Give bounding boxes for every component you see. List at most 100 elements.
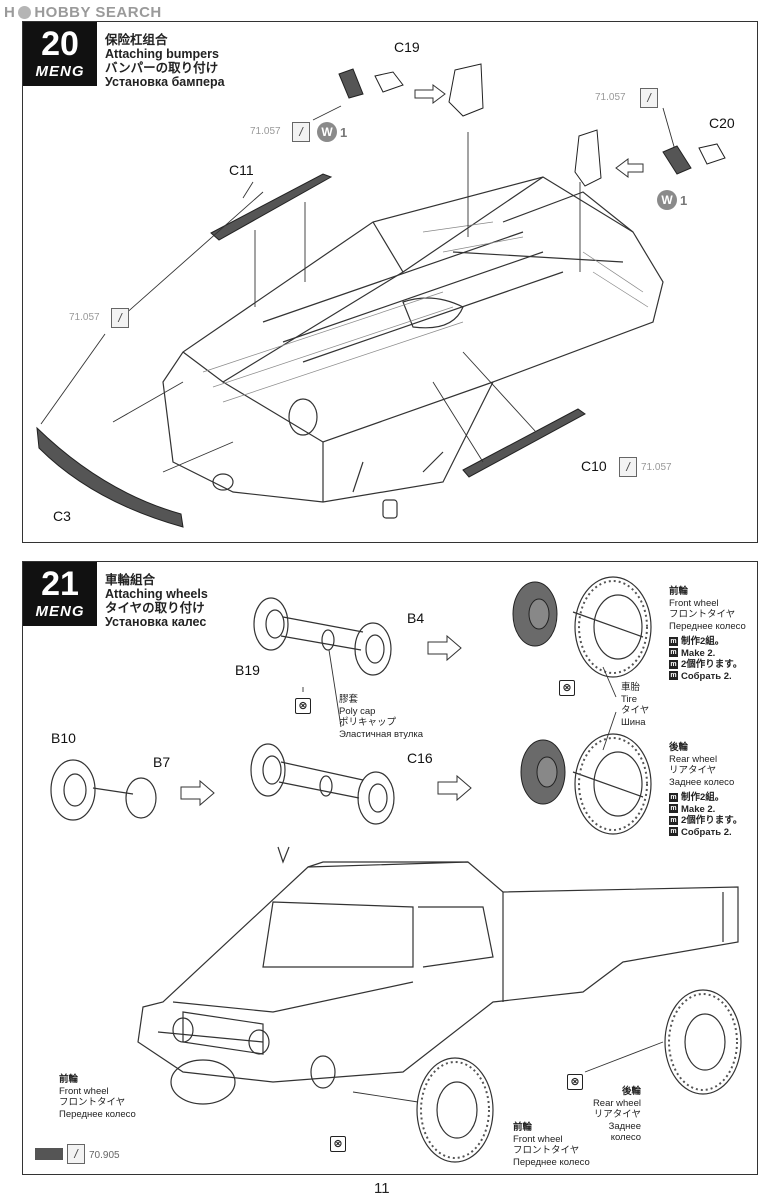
label-b4: B4: [407, 610, 425, 626]
rear-wheel-en: Rear wheel: [592, 1097, 641, 1109]
front-wheel-ja: フロントタイヤ: [669, 609, 736, 620]
page-number: 11: [374, 1180, 390, 1197]
step-21-title-ja: タイヤの取り付け: [105, 601, 205, 615]
paint-bottle-icon: /: [67, 1144, 85, 1164]
w-circle-icon: W: [317, 122, 337, 142]
glue-bottle-icon: /: [111, 308, 129, 328]
no-glue-icon: ⊗: [295, 698, 311, 714]
front-wheel-note: 前輪 Front wheel フロントタイヤ Переднее колесо m…: [669, 586, 746, 682]
glue-code-1: 71.057: [250, 126, 281, 137]
tire-en: Tire: [621, 693, 638, 705]
label-c16: C16: [407, 750, 433, 766]
rear-wheel-ja: リアタイヤ: [593, 1109, 641, 1120]
rear-wheel-callout: 後輪 Rear wheel リアタイヤ Заднее колесо: [583, 1086, 641, 1144]
step-20-title-en: Attaching bumpers: [105, 47, 219, 61]
make-icon: m: [669, 792, 678, 802]
step-21-wheels-diagram: [50, 576, 742, 1163]
front-wheel-zh: 前輪: [59, 1074, 79, 1085]
make-icon: m: [669, 671, 678, 681]
front-wheel-callout: 前輪 Front wheel フロントタイヤ Переднее колесо: [59, 1074, 163, 1120]
make-icon: m: [669, 648, 678, 658]
make-icon: m: [669, 659, 678, 669]
step-21-brand: MENG: [35, 603, 85, 620]
paint-code: 70.905: [89, 1150, 120, 1161]
step-20-chassis-diagram: [36, 63, 726, 528]
step-21-badge: 21 MENG: [23, 562, 97, 626]
make2-ja: 2個作ります。: [681, 815, 743, 826]
make-icon: m: [669, 636, 678, 646]
front-wheel-ja: フロントタイヤ: [59, 1097, 126, 1108]
rear-wheel-ja: リアタイヤ: [669, 765, 717, 776]
rear-wheel-zh: 後輪: [669, 742, 689, 753]
make2-ja: 2個作ります。: [681, 659, 743, 670]
tire-note: 車胎 Tire タイヤ Шина: [621, 682, 649, 728]
make2-ru: Собрать 2.: [681, 826, 732, 838]
poly-cap-ru: Эластичная втулка: [339, 728, 424, 740]
rear-wheel-zh: 後輪: [621, 1086, 641, 1097]
tire-zh: 車胎: [621, 682, 641, 693]
make-icon: m: [669, 827, 678, 837]
tire-ja: タイヤ: [621, 705, 650, 716]
step-20-badge: 20 MENG: [23, 22, 97, 86]
glue-bottle-icon: /: [292, 122, 310, 142]
step-21-number: 21: [41, 565, 79, 603]
step-21-title-en: Attaching wheels: [105, 587, 208, 601]
poly-cap-ja: ポリキャップ: [339, 717, 397, 728]
no-glue-icon: ⊗: [559, 680, 575, 696]
tire-ru: Шина: [621, 716, 646, 728]
make2-en: Make 2.: [681, 803, 716, 815]
w-count: 1: [680, 192, 688, 208]
label-b7: B7: [153, 754, 171, 770]
step-20-title-ja: バンパーの取り付け: [105, 61, 219, 75]
glue-code-4: 71.057: [641, 462, 672, 473]
no-glue-icon: ⊗: [330, 1136, 346, 1152]
front-wheel-ja: フロントタイヤ: [513, 1145, 580, 1156]
rear-wheel-ru: Заднее колесо: [608, 1120, 641, 1144]
glue-code-3: 71.057: [69, 312, 100, 323]
front-wheel-en: Front wheel: [59, 1085, 109, 1097]
glue-bottle-icon: /: [619, 457, 637, 477]
rear-wheel-ru: Заднее колесо: [669, 776, 735, 788]
front-wheel-ru: Переднее колесо: [669, 620, 746, 632]
label-c3: C3: [53, 508, 71, 524]
rear-wheel-en: Rear wheel: [669, 753, 718, 765]
step-21-title-zh: 車輪組合: [105, 573, 156, 587]
poly-cap-en: Poly cap: [339, 705, 376, 717]
glue-code-2: 71.057: [595, 92, 626, 103]
make2-ru: Собрать 2.: [681, 670, 732, 682]
front-wheel-en: Front wheel: [669, 597, 719, 609]
label-c20: C20: [709, 115, 735, 131]
step-20-title-zh: 保险杠组合: [105, 33, 168, 47]
step-21-titles: 車輪組合 Attaching wheels タイヤの取り付け Установка…: [105, 573, 208, 629]
poly-cap-note: 膠套 Poly cap ポリキャップ Эластичная втулка: [339, 694, 423, 740]
front-wheel-ru: Переднее колесо: [513, 1156, 590, 1168]
step-21-title-ru: Установка калес: [105, 615, 207, 629]
step-21-panel: 21 MENG 車輪組合 Attaching wheels タイヤの取り付け У…: [22, 561, 758, 1175]
front-wheel-zh: 前輪: [669, 586, 689, 597]
make2-zh: 制作2組。: [681, 636, 725, 647]
make-icon: m: [669, 804, 678, 814]
w-count: 1: [340, 124, 348, 140]
step-20-number: 20: [41, 25, 79, 63]
label-c19: C19: [394, 39, 420, 55]
watermark-ball-icon: [18, 6, 32, 19]
label-c11: C11: [229, 162, 254, 178]
no-glue-icon: ⊗: [567, 1074, 583, 1090]
make-icon: m: [669, 815, 678, 825]
label-b19: B19: [235, 662, 260, 678]
make2-zh: 制作2組。: [681, 792, 725, 803]
step-20-title-ru: Установка бампера: [105, 75, 225, 89]
make2-en: Make 2.: [681, 647, 716, 659]
step-20-panel: 20 MENG 保险杠组合 Attaching bumpers バンパーの取り付…: [22, 21, 758, 543]
paint-swatch: [35, 1148, 63, 1160]
step-20-titles: 保险杠组合 Attaching bumpers バンパーの取り付け Устано…: [105, 33, 225, 89]
w-circle-icon: W: [657, 190, 677, 210]
